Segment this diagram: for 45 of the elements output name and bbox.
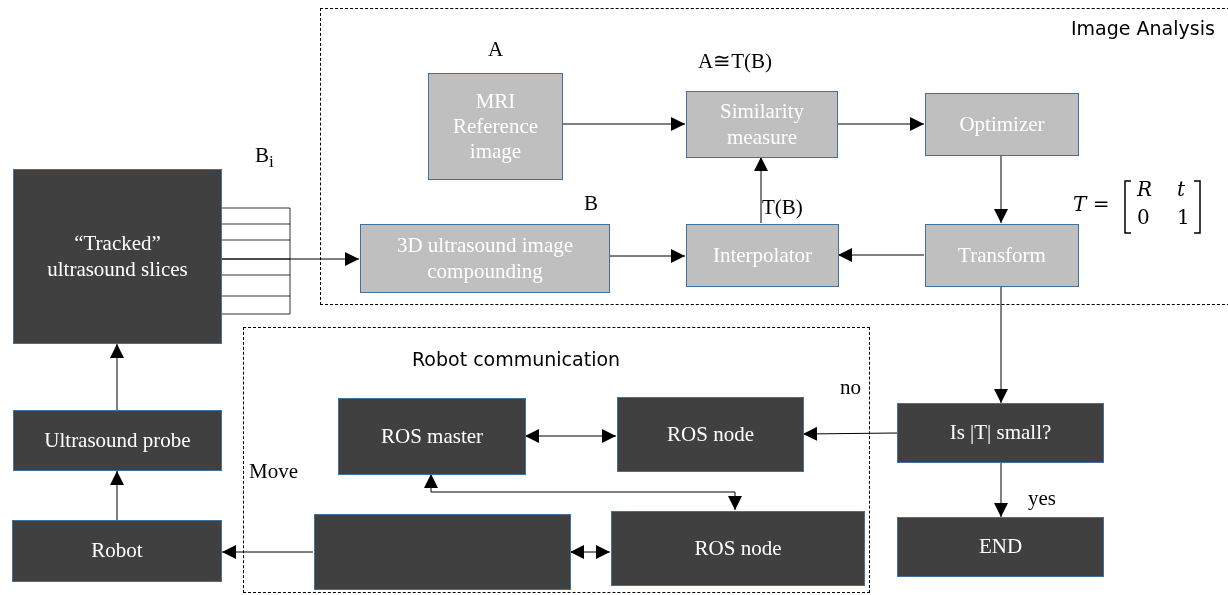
dashed-group-frame: [320, 8, 1228, 305]
node-annotation: B: [584, 192, 598, 216]
matrix-entry: T =: [1073, 193, 1110, 215]
arrow: [837, 248, 925, 262]
process-box: Optimizer: [925, 93, 1079, 156]
arrow: [569, 545, 611, 559]
arrow: [994, 154, 1008, 224]
node-annotation: B$_{i}$: [255, 144, 274, 172]
process-box: ROS node: [617, 397, 804, 472]
process-box: “Tracked” ultrasound slices: [13, 169, 222, 344]
process-box: Robot: [12, 520, 222, 582]
arrow: [802, 426, 898, 441]
arrow: [561, 117, 686, 131]
arrow: [524, 429, 617, 443]
matrix-entry: 0: [1137, 206, 1150, 228]
arrow: [836, 117, 925, 131]
node-annotation: T(B): [762, 196, 803, 220]
arrow: [754, 156, 768, 224]
process-box: Ultrasound probe: [13, 410, 222, 471]
arrow: [424, 473, 742, 511]
arrow: [608, 249, 686, 263]
arrow: [221, 545, 314, 559]
process-box: ROS master: [338, 398, 526, 475]
dashed-group-frame: [243, 327, 870, 593]
process-box: ROS node: [611, 511, 865, 586]
arrow: [110, 343, 124, 411]
process-box: END: [897, 517, 1104, 577]
process-box: Interpolator: [686, 224, 839, 287]
matrix-entry: R: [1137, 178, 1153, 200]
arrow: [110, 470, 124, 521]
process-box: Similarity measure: [686, 91, 838, 158]
process-box: MRI Reference image: [428, 73, 563, 180]
matrix-entry: t: [1177, 178, 1186, 200]
node-annotation: A≅T(B): [698, 50, 772, 74]
process-box: Transform: [925, 224, 1079, 287]
arrow: [221, 252, 360, 266]
arrow: [994, 462, 1008, 518]
group-title: Robot communication: [412, 348, 621, 371]
process-box: [314, 514, 571, 590]
matrix-entry: 1: [1177, 206, 1190, 228]
node-annotation: A: [488, 38, 504, 62]
process-box: 3D ultrasound image compounding: [360, 224, 610, 293]
process-box: Is |T| small?: [897, 403, 1104, 463]
arrow: [994, 285, 1008, 404]
group-title: Image Analysis: [1071, 17, 1215, 40]
